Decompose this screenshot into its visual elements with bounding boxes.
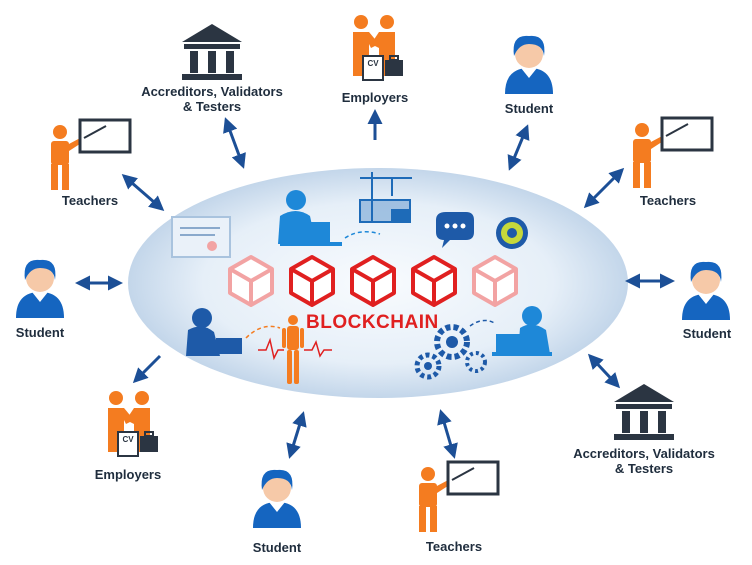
label-employers-top: Employers xyxy=(341,90,409,105)
teacher-icon-left xyxy=(49,118,132,192)
employers-handshake-icon-bottom xyxy=(107,390,159,457)
label-student-left: Student xyxy=(15,325,65,340)
employers-handshake-icon-top xyxy=(352,14,404,81)
blockchain-label: BLOCKCHAIN xyxy=(306,312,439,333)
teacher-icon-bottom xyxy=(417,460,500,534)
arrow-accreditors-bottom xyxy=(587,353,621,389)
label-teachers-bottom: Teachers xyxy=(425,539,483,554)
arrow-teachers-right xyxy=(583,167,625,209)
block-cube-2 xyxy=(289,255,335,307)
developer-laptop-icon xyxy=(278,190,381,246)
woman-laptop-right-icon xyxy=(492,306,552,356)
factory-crane-icon xyxy=(359,172,412,223)
label-accreditors-bottom-line1: Accreditors, Validators xyxy=(573,446,715,461)
label-student-top: Student xyxy=(504,101,554,116)
student-icon-left xyxy=(16,259,64,318)
label-accreditors-bottom: Accreditors, Validators & Testers xyxy=(570,446,718,476)
label-accreditors-top-line2: & Testers xyxy=(182,99,242,114)
bank-building-icon-top xyxy=(182,24,242,80)
human-body-icon xyxy=(282,315,304,384)
cv-label-bottom: CV xyxy=(122,435,134,444)
student-icon-right xyxy=(682,261,730,320)
label-employers-bottom: Employers xyxy=(94,467,162,482)
arrow-student-top xyxy=(507,124,530,171)
certificate-icon xyxy=(171,216,231,258)
arrow-accreditors-top xyxy=(223,117,246,169)
cv-label-top: CV xyxy=(367,59,379,68)
label-student-bottom: Student xyxy=(252,540,302,555)
arrow-student-bottom xyxy=(286,411,307,459)
arrow-teachers-bottom xyxy=(437,409,458,459)
arrow-employers-bottom xyxy=(132,354,162,384)
digital-leader-badge-icon xyxy=(496,217,528,249)
student-icon-bottom xyxy=(253,469,301,528)
block-cube-1 xyxy=(228,255,274,307)
connector-arrows xyxy=(75,109,675,459)
bank-building-icon-bottom xyxy=(614,384,674,440)
label-teachers-left: Teachers xyxy=(61,193,119,208)
label-teachers-right: Teachers xyxy=(639,193,697,208)
block-cube-5 xyxy=(472,255,518,307)
teacher-icon-right xyxy=(631,116,714,190)
arrow-teachers-left xyxy=(121,174,165,211)
block-cube-4 xyxy=(411,255,457,307)
woman-laptop-icon xyxy=(186,308,332,361)
label-student-right: Student xyxy=(682,326,732,341)
gears-icon xyxy=(414,319,497,380)
chat-bubble-icon xyxy=(436,212,474,248)
label-accreditors-top-line1: Accreditors, Validators xyxy=(141,84,283,99)
student-icon-top xyxy=(505,35,553,94)
label-accreditors-top: Accreditors, Validators & Testers xyxy=(138,84,286,114)
block-cube-3 xyxy=(350,255,396,307)
label-accreditors-bottom-line2: & Testers xyxy=(614,461,674,476)
